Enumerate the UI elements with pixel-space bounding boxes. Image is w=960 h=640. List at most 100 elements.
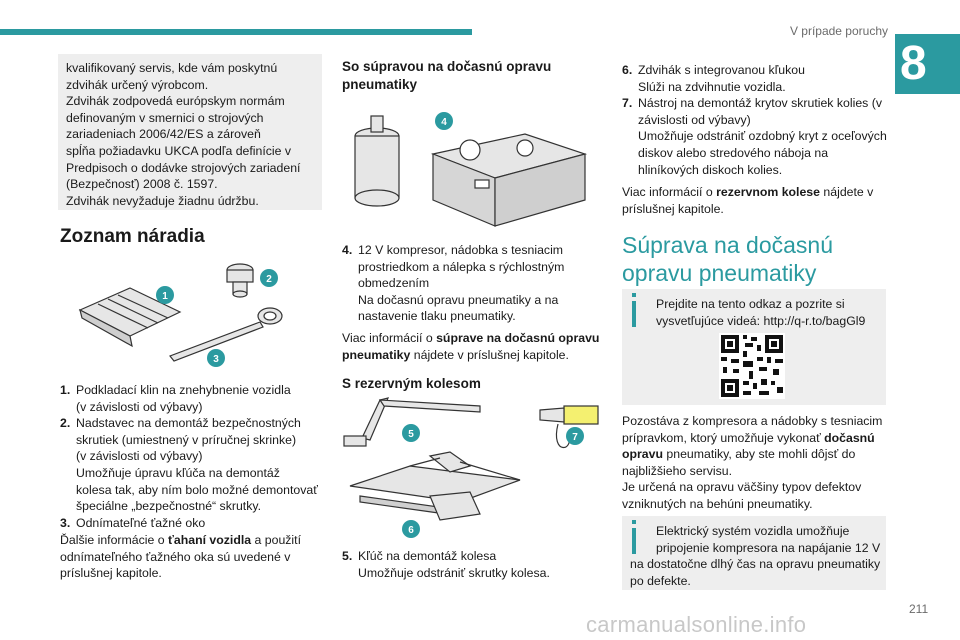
- item-text: Slúži na zdvihnutie vozidla.: [638, 79, 786, 94]
- item-text: Umožňuje odstrániť skrutky kolesa.: [358, 565, 550, 580]
- item-text: hliníkových diskoch kolies.: [638, 162, 783, 177]
- tool-list-heading: Zoznam náradia: [60, 226, 205, 247]
- bolt-adapter-icon: [226, 263, 254, 298]
- section-title: V prípade poruchy: [789, 24, 888, 38]
- para-text: Pozostáva z kompresora a nádobky s tesni…: [622, 414, 883, 428]
- item-text: Umožňuje úpravu kľúča na demontáž: [76, 465, 280, 480]
- repair-kit-paragraph: Viac informácií o súprave na dočasnú opr…: [342, 330, 604, 363]
- para-text: nájdete v: [820, 185, 874, 199]
- item-text: Nástroj na demontáž krytov skrutiek koli…: [638, 96, 882, 111]
- header-accent-bar: [0, 29, 472, 35]
- callout-badge: [566, 427, 584, 445]
- para-bold: pneumatiky: [342, 347, 411, 362]
- spare-wheel-paragraph: Viac informácií o rezervnom kolese nájde…: [622, 184, 888, 217]
- compressor-icon: [430, 133, 588, 227]
- compressor-illustration: 4: [354, 112, 588, 227]
- info-line: (Bezpečnosť) 2008 č. 1597.: [66, 177, 218, 192]
- callout-label: 5: [408, 429, 414, 440]
- item-number: 6.: [622, 63, 633, 77]
- repair-kit-heading: So súpravou na dočasnú opravu pneumatiky: [342, 58, 551, 94]
- info-line: definovaným v smernici o strojových: [66, 110, 264, 125]
- info-icon: [632, 520, 636, 554]
- item-text: nastavenie tlaku pneumatiky.: [358, 309, 516, 324]
- para-text: príslušnej kapitole.: [622, 201, 724, 216]
- para-bold: súprave na dočasnú opravu: [436, 331, 600, 345]
- info-line: Predpisoch o dodávke strojových zariaden…: [66, 160, 301, 175]
- towing-eye-icon: [169, 307, 283, 362]
- towing-paragraph: Ďalšie informácie o ťahaní vozidla a pou…: [60, 532, 324, 582]
- para-text: a použití: [251, 533, 302, 547]
- item-text: kolesa tak, aby ním bolo možné demontova…: [76, 482, 318, 497]
- item-number: 1.: [60, 383, 71, 397]
- para-text: Je určená na opravu väčšiny typov defekt…: [622, 480, 862, 495]
- info-line: na dostatočne dlhý čas na opravu pneumat…: [630, 557, 881, 571]
- para-text: prípravkom, ktorý umožňuje vykonať: [622, 430, 825, 445]
- hub-cap-tool-icon: [539, 405, 599, 449]
- jack-info-box: kvalifikovaný servis, kde vám poskytnú z…: [58, 54, 322, 210]
- compressor-item: 4. 12 V kompresor, nádobka s tesniacim pr…: [342, 242, 604, 325]
- heading-line: So súpravou na dočasnú opravu: [342, 59, 552, 74]
- info-line: Zdvihák zodpovedá európskym normám: [66, 94, 285, 109]
- callout-badge: [435, 112, 453, 130]
- para-text: najbližšieho servisu.: [622, 463, 733, 478]
- item-number: 5.: [342, 549, 353, 563]
- para-bold: rezervnom kolese: [716, 185, 820, 199]
- item-text: Na dočasnú opravu pneumatiky a na: [358, 292, 559, 307]
- para-text: vzniknutých na behúni pneumatiky.: [622, 496, 813, 511]
- heading-line: pneumatiky: [342, 77, 418, 92]
- repair-kit-section-heading: Súprava na dočasnú opravu pneumatiky: [622, 231, 833, 287]
- wheel-wrench-item: 5.Kľúč na demontáž kolesa Umožňuje odstr…: [342, 548, 604, 581]
- item-text: prostriedkom a nálepka s rýchlostným: [358, 259, 565, 274]
- chapter-number: 8: [900, 37, 927, 90]
- item-number: 4.: [342, 243, 353, 257]
- para-bold: ťahaní vozidla: [167, 533, 252, 547]
- callout-label: 7: [572, 432, 578, 443]
- callout-badge: [260, 269, 278, 287]
- info-line: zariadeniach 2006/42/ES a zároveň: [66, 127, 261, 142]
- page-number: 211: [909, 602, 929, 616]
- para-text: Ďalšie informácie o: [60, 533, 168, 547]
- watermark: carmanualsonline.info: [586, 612, 807, 637]
- wheel-chock-icon: [78, 287, 182, 348]
- heading-line: opravu pneumatiky: [622, 260, 817, 286]
- item-number: 3.: [60, 515, 71, 530]
- para-text: Viac informácií o: [622, 185, 717, 199]
- info-line: zdvihák určený výrobcom.: [66, 77, 209, 92]
- callout-badge: [156, 286, 174, 304]
- callout-label: 1: [162, 291, 168, 302]
- info-line: spĺňa požiadavku UKCA podľa definície v: [66, 143, 292, 158]
- item-text: závislosti od výbavy): [638, 112, 751, 127]
- callout-badge: [207, 349, 225, 367]
- item-text: Podkladací klin na znehybnenie vozidla: [76, 383, 291, 397]
- item-text: obmedzením: [358, 276, 430, 291]
- info-icon: [632, 293, 636, 327]
- callout-label: 4: [441, 117, 447, 128]
- para-text: Viac informácií o: [342, 331, 437, 345]
- item-text: Odnímateľné ťažné oko: [76, 515, 206, 530]
- spare-wheel-tools-illustration: 5 6 7: [343, 397, 599, 538]
- info-line: po defekte.: [630, 573, 691, 588]
- callout-label: 6: [408, 525, 414, 536]
- sealant-bottle-icon: [354, 115, 400, 207]
- spare-wheel-heading: S rezervným kolesom: [342, 376, 481, 391]
- para-text: nájdete v príslušnej kapitole.: [410, 347, 569, 362]
- repair-kit-description: Pozostáva z kompresora a nádobky s tesni…: [622, 413, 888, 513]
- qr-code-icon[interactable]: [719, 333, 785, 399]
- item-text: Umožňuje odstrániť ozdobný kryt z oceľov…: [638, 129, 887, 144]
- tools-illustration-1: 1 2 3: [78, 263, 283, 367]
- para-text: pneumatiky, aby ste mohli dôjsť do: [663, 447, 856, 462]
- info-line: pripojenie kompresora na napájanie 12 V: [656, 540, 881, 555]
- para-bold: dočasnú: [824, 430, 875, 445]
- callout-badge: [402, 520, 420, 538]
- item-text: špeciálne „bezpečnostné“ skrutky.: [76, 499, 261, 514]
- info-line: Zdvihák nevyžaduje žiadnu údržbu.: [66, 193, 259, 208]
- item-text: (v závislosti od výbavy): [76, 449, 203, 464]
- info-line: kvalifikovaný servis, kde vám poskytnú: [66, 61, 278, 75]
- item-text: 12 V kompresor, nádobka s tesniacim: [358, 243, 564, 257]
- item-text: Nadstavec na demontáž bezpečnostných: [76, 416, 301, 431]
- para-text: odnímateľného ťažného oka sú uvedené v: [60, 549, 291, 564]
- tool-list: 1. Podkladací klin na znehybnenie vozidla…: [60, 382, 324, 531]
- wheel-wrench-icon: [343, 397, 481, 447]
- item-number: 7.: [622, 96, 633, 111]
- jack-tools-list: 6.Zdvihák s integrovanou kľukou Slúži na…: [622, 62, 888, 178]
